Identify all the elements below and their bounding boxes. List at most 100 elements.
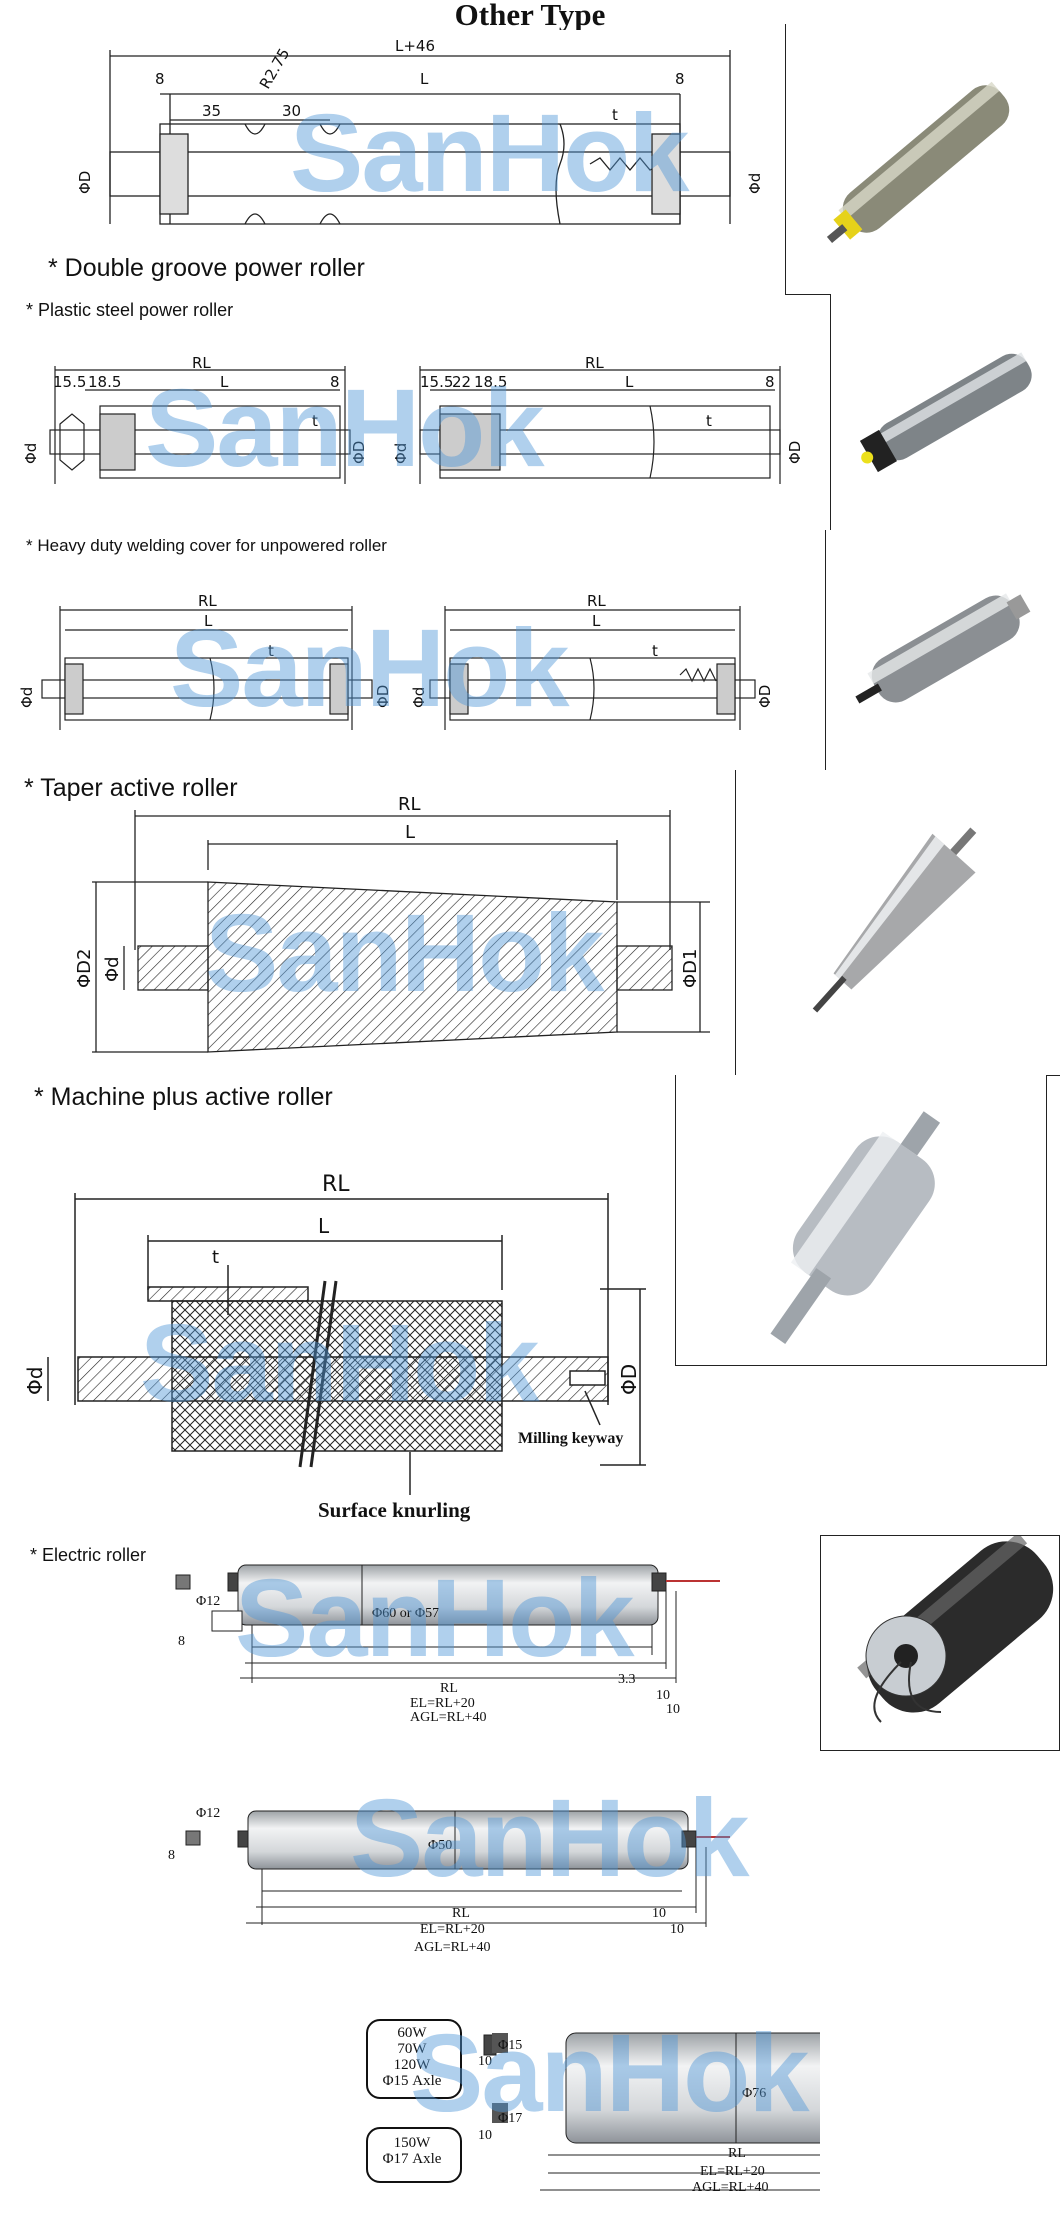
photo-heavy-duty xyxy=(825,530,1060,771)
hd-left-D: ΦD xyxy=(374,685,392,708)
er2-agl: AGL=RL+40 xyxy=(414,1940,490,1955)
ps-left-a: 15.5 xyxy=(53,373,86,391)
heavy-duty-drawing: RL L t Φd ΦD RL L t Φd ΦD xyxy=(18,592,774,730)
mp-l: L xyxy=(318,1214,330,1238)
er1-ten2: 10 xyxy=(666,1702,680,1717)
taper-d1: ΦD1 xyxy=(680,949,701,988)
label-electric: * Electric roller xyxy=(30,1545,147,1565)
er3-el: EL=RL+20 xyxy=(700,2164,765,2179)
roller-photo-icon xyxy=(826,81,1010,244)
er1-el: EL=RL+20 xyxy=(410,1696,475,1711)
taper-rl: RL xyxy=(398,794,421,815)
er1-rl: RL xyxy=(440,1681,458,1696)
ps-right-rl: RL xyxy=(585,354,604,372)
callout-1-line-4: Φ15 Axle xyxy=(382,2073,442,2089)
page-title: Other Type xyxy=(454,0,606,30)
er1-axle: Φ12 xyxy=(196,1594,220,1609)
callout-1-line-3: 120W xyxy=(393,2057,431,2073)
label-heavy-duty: * Heavy duty welding cover for unpowered… xyxy=(26,536,387,555)
mp-rl: RL xyxy=(322,1172,350,1197)
er3-axle1: Φ15 xyxy=(498,2038,522,2053)
er2-rl: RL xyxy=(452,1906,470,1921)
roller-photo-icon xyxy=(770,1111,941,1344)
roller-photo-icon xyxy=(812,827,977,1013)
er1-agl: AGL=RL+40 xyxy=(410,1710,486,1725)
photo-electric xyxy=(820,1535,1060,1751)
er3-ten-a: 10 xyxy=(478,2054,492,2069)
callout-1-line-1: 60W xyxy=(397,2025,427,2041)
section-taper: * Taper active roller RL L xyxy=(0,770,1060,1076)
hd-right-D: ΦD xyxy=(756,685,774,708)
dim-groove-1: 35 xyxy=(202,102,221,120)
section-heavy-duty: * Heavy duty welding cover for unpowered… xyxy=(0,530,1060,771)
hd-left-rl: RL xyxy=(198,592,217,610)
er2-body: Φ50 xyxy=(428,1838,452,1853)
er1-ten1: 10 xyxy=(656,1688,670,1703)
electric-drawing: Φ12 8 Φ60 or Φ57 RL EL=RL+20 AGL=RL+40 3… xyxy=(168,1564,820,2195)
dim-outer-d: ΦD xyxy=(76,171,94,194)
dim-thickness: t xyxy=(612,106,618,124)
section-plastic-steel: * Plastic steel power roller RL L 15.5 1… xyxy=(0,294,1060,531)
double-groove-drawing: L+46 L 8 8 35 30 R2.75 t ΦD Φd xyxy=(76,37,764,225)
dim-left-end: 8 xyxy=(155,70,165,88)
dim-l-plus-46: L+46 xyxy=(395,37,435,55)
ps-left-end: 8 xyxy=(330,373,340,391)
ps-right-l: L xyxy=(625,373,634,391)
photo-plastic-steel xyxy=(830,294,1060,531)
ps-right-c: 18.5 xyxy=(474,373,507,391)
roller-photo-icon xyxy=(857,1536,1054,1723)
callout-1-line-2: 70W xyxy=(397,2041,427,2057)
section-electric: * Electric roller Φ12 xyxy=(0,1535,1060,2219)
machine-plus-drawing: RL L t Φd ΦD Milling keyway Surface knur… xyxy=(23,1172,646,1522)
taper-d: Φd xyxy=(102,956,123,982)
label-double-groove: * Double groove power roller xyxy=(48,254,365,282)
er3-body: Φ76 xyxy=(742,2086,766,2101)
callout-2: 150W Φ17 Axle xyxy=(366,2135,458,2167)
ps-left-d: Φd xyxy=(22,443,40,464)
hd-right-d: Φd xyxy=(410,687,428,708)
er1-end: 8 xyxy=(178,1634,185,1649)
taper-drawing: RL L ΦD2 Φd ΦD1 xyxy=(74,794,710,1053)
mp-knurling: Surface knurling xyxy=(318,1498,471,1522)
ps-right-b: 22 xyxy=(452,373,471,391)
hd-right-t: t xyxy=(652,642,658,660)
hd-left-t: t xyxy=(268,642,274,660)
er1-gap: 3.3 xyxy=(618,1672,636,1687)
label-plastic-steel: * Plastic steel power roller xyxy=(26,300,234,320)
dim-right-end: 8 xyxy=(675,70,685,88)
roller-photo-icon xyxy=(859,352,1032,473)
photo-machine-plus xyxy=(675,1075,1047,1366)
callout-2-line-2: Φ17 Axle xyxy=(382,2151,442,2167)
dim-axle-d: Φd xyxy=(746,173,764,194)
er3-rl: RL xyxy=(728,2146,746,2161)
ps-right-end: 8 xyxy=(765,373,775,391)
ps-right-d: Φd xyxy=(392,443,410,464)
er2-ten1: 10 xyxy=(652,1906,666,1921)
photo-taper xyxy=(735,770,1060,1076)
ps-right-t: t xyxy=(706,412,712,430)
callout-1: 60W 70W 120W Φ15 Axle xyxy=(366,2025,458,2089)
ps-right-D: ΦD xyxy=(786,441,804,464)
callout-box-1 xyxy=(366,2019,462,2099)
ps-right-a: 15.5 xyxy=(420,373,453,391)
er2-axle: Φ12 xyxy=(196,1806,220,1821)
roller-photo-icon xyxy=(855,593,1031,704)
plastic-steel-drawing: RL L 15.5 18.5 8 t Φd ΦD RL L 15.5 22 18… xyxy=(22,354,804,484)
label-machine-plus: * Machine plus active roller xyxy=(34,1083,333,1111)
er3-axle2: Φ17 xyxy=(498,2111,522,2126)
er2-end: 8 xyxy=(168,1848,175,1863)
taper-l: L xyxy=(405,822,415,843)
hd-right-l: L xyxy=(592,612,601,630)
photo-double-groove xyxy=(785,24,1060,295)
mp-d: Φd xyxy=(23,1367,47,1395)
er2-ten2: 10 xyxy=(670,1922,684,1937)
mp-keyway: Milling keyway xyxy=(518,1430,623,1447)
hd-left-l: L xyxy=(204,612,213,630)
ps-left-b: 18.5 xyxy=(88,373,121,391)
callout-2-line-1: 150W xyxy=(393,2135,431,2151)
ps-left-D: ΦD xyxy=(350,441,368,464)
ps-left-rl: RL xyxy=(192,354,211,372)
mp-D: ΦD xyxy=(617,1364,641,1395)
taper-d2: ΦD2 xyxy=(74,949,95,988)
hd-right-rl: RL xyxy=(587,592,606,610)
